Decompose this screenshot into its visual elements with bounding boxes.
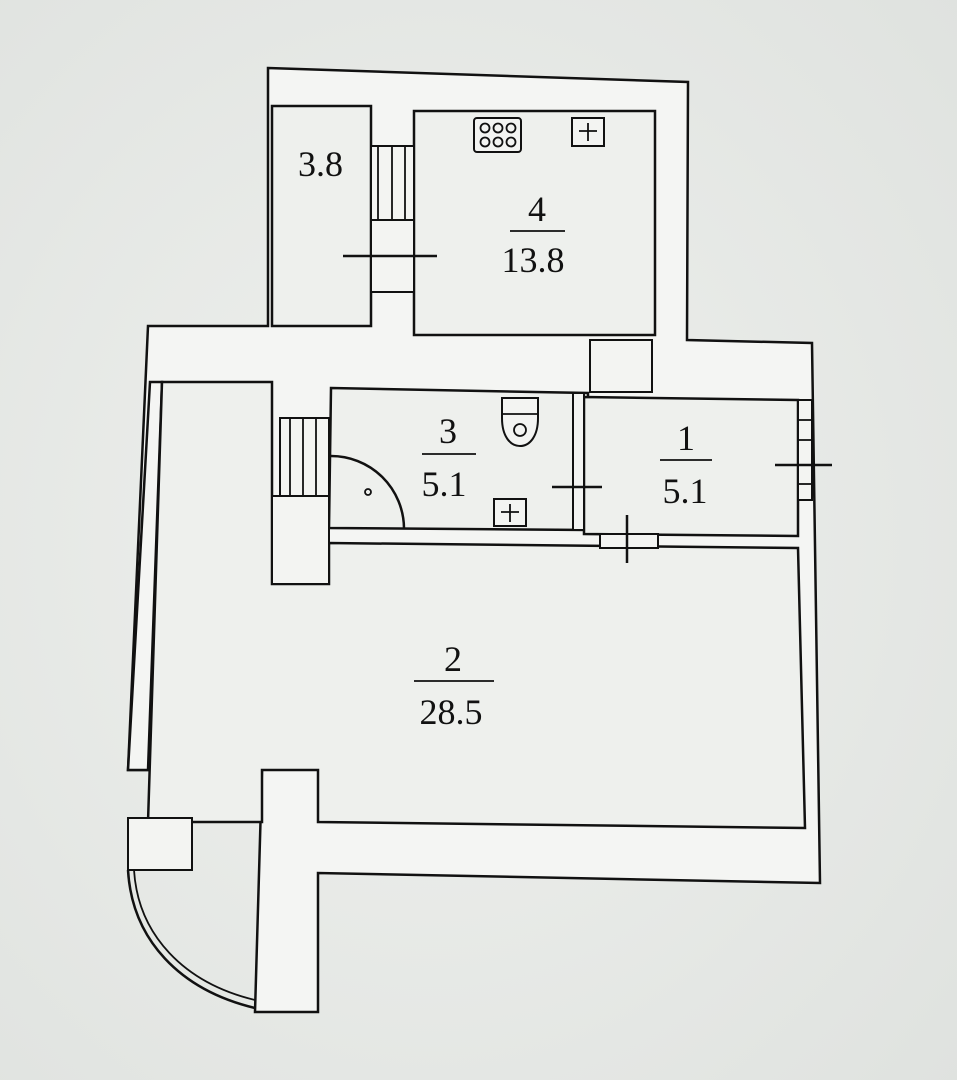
bathroom-door-swing bbox=[330, 454, 406, 529]
living-area-label: 28.5 bbox=[420, 692, 483, 732]
shower-drain-icon bbox=[364, 488, 372, 496]
balcony-curve bbox=[126, 869, 256, 1010]
bathroom-door-recess bbox=[271, 495, 330, 585]
room-kitchen-area bbox=[412, 109, 657, 337]
bathroom-area-label: 5.1 bbox=[422, 464, 467, 504]
storage-area-label: 3.8 bbox=[298, 144, 343, 184]
balcony-block bbox=[127, 817, 193, 871]
bathroom-door-frame bbox=[279, 417, 330, 497]
hall-number-label: 1 bbox=[677, 418, 695, 458]
living-number-label: 2 bbox=[444, 639, 462, 679]
entrance-door-frame bbox=[797, 399, 813, 501]
kitchen-number-label: 4 bbox=[528, 189, 546, 229]
kitchen-area-label: 13.8 bbox=[502, 240, 565, 280]
stove-icon bbox=[473, 117, 522, 153]
room-bathroom-area bbox=[327, 386, 590, 532]
bathroom-hall-partition bbox=[572, 392, 585, 531]
hall-area-label: 5.1 bbox=[663, 471, 708, 511]
wall-pillar-corridor bbox=[589, 339, 653, 393]
bathroom-number-label: 3 bbox=[439, 411, 457, 451]
hall-door-opening bbox=[599, 533, 659, 549]
balcony-curve-inner bbox=[133, 869, 256, 1001]
toilet-icon bbox=[501, 397, 539, 448]
room-storage-area bbox=[270, 104, 373, 328]
